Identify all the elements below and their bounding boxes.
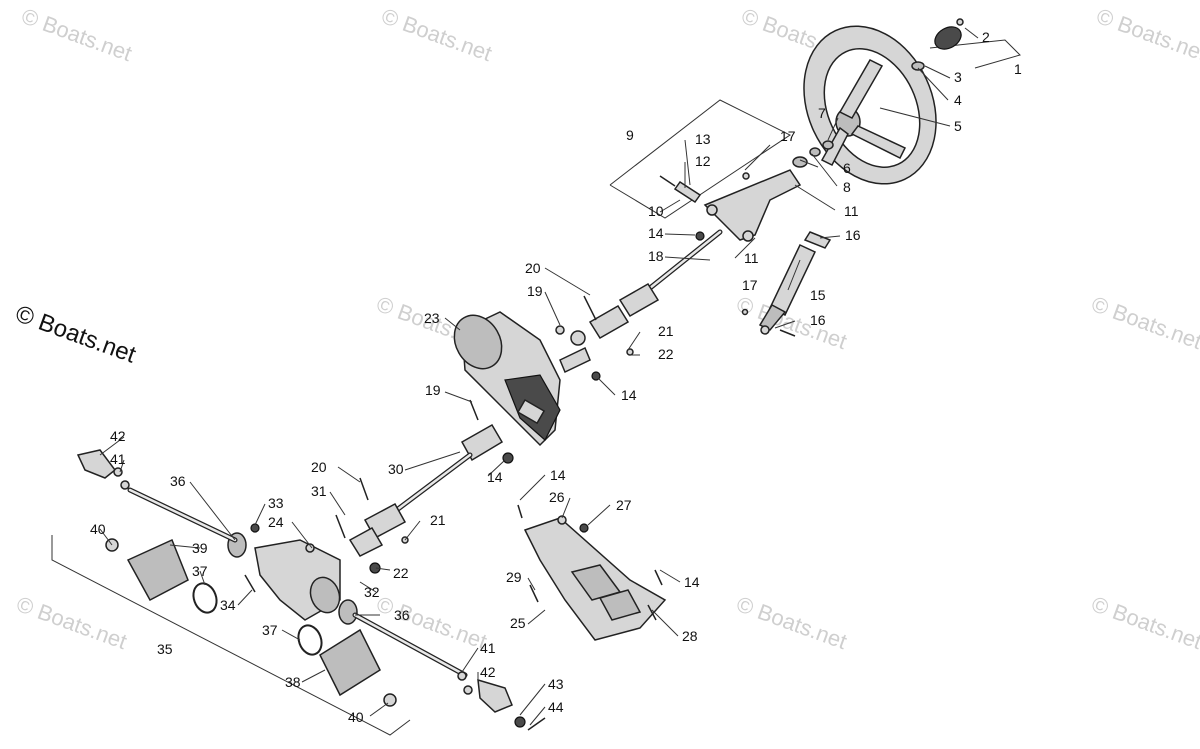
callout-43: 43 — [548, 676, 564, 692]
callout-23: 23 — [424, 310, 440, 326]
callout-38: 38 — [285, 674, 301, 690]
leader-lines — [99, 27, 979, 726]
callout-40a: 40 — [90, 521, 106, 537]
callout-19b: 19 — [425, 382, 441, 398]
callout-42b: 42 — [480, 664, 496, 680]
callout-41a: 41 — [110, 451, 126, 467]
callout-40b: 40 — [348, 709, 364, 725]
power-steering-unit — [453, 311, 591, 447]
callout-39: 39 — [192, 540, 208, 556]
callout-16b: 16 — [810, 312, 826, 328]
bracket-9 — [609, 99, 791, 219]
callout-1: 1 — [1014, 61, 1022, 77]
callout-14d: 14 — [550, 467, 566, 483]
callout-14b: 14 — [621, 387, 637, 403]
bracket-35 — [51, 535, 411, 736]
callout-20a: 20 — [525, 260, 541, 276]
callout-17b: 17 — [742, 277, 758, 293]
bracket-1 — [929, 39, 1021, 69]
callout-27: 27 — [616, 497, 632, 513]
callout-20b: 20 — [311, 459, 327, 475]
callout-2: 2 — [982, 29, 990, 45]
callout-26: 26 — [549, 489, 565, 505]
callout-21a: 21 — [658, 323, 674, 339]
callout-25: 25 — [510, 615, 526, 631]
callout-31: 31 — [311, 483, 327, 499]
callout-14c: 14 — [487, 469, 503, 485]
callout-37b: 37 — [262, 622, 278, 638]
copyright-brand: © Boats.net — [12, 300, 140, 368]
callout-29: 29 — [506, 569, 522, 585]
callout-30: 30 — [388, 461, 404, 477]
callout-12: 12 — [695, 153, 711, 169]
column-bracket — [659, 140, 834, 242]
callout-16a: 16 — [845, 227, 861, 243]
callout-21b: 21 — [430, 512, 446, 528]
boots — [105, 538, 397, 707]
watermark: © Boats.net — [1088, 591, 1200, 654]
upper-shaft — [555, 229, 723, 381]
callout-19a: 19 — [527, 283, 543, 299]
callout-11b: 11 — [744, 250, 759, 266]
hub-cap — [911, 18, 964, 71]
callout-44: 44 — [548, 699, 564, 715]
callout-36b: 36 — [394, 607, 410, 623]
callouts: 1 2 3 4 5 6 7 8 9 10 11 11 12 13 14 14 1… — [90, 29, 1022, 725]
callout-33: 33 — [268, 495, 284, 511]
callout-4: 4 — [954, 92, 962, 108]
callout-17a: 17 — [780, 128, 796, 144]
watermark: © Boats.net — [18, 3, 135, 66]
watermark: © Boats.net — [733, 591, 850, 654]
callout-15: 15 — [810, 287, 826, 303]
callout-14e: 14 — [684, 574, 700, 590]
callout-41b: 41 — [480, 640, 496, 656]
callout-8: 8 — [843, 179, 851, 195]
callout-22b: 22 — [393, 565, 409, 581]
callout-7: 7 — [818, 105, 826, 121]
callout-9: 9 — [626, 127, 634, 143]
callout-10: 10 — [648, 203, 664, 219]
group-brackets — [51, 39, 1021, 736]
skid-bracket — [517, 504, 667, 641]
callout-18: 18 — [648, 248, 664, 264]
callout-36a: 36 — [170, 473, 186, 489]
callout-6: 6 — [843, 160, 851, 176]
callout-24: 24 — [268, 514, 284, 530]
callout-3: 3 — [954, 69, 962, 85]
tie-rods — [76, 449, 546, 731]
watermark: © Boats.net — [373, 591, 490, 654]
steering-wheel — [803, 25, 937, 185]
callout-32: 32 — [364, 584, 380, 600]
steering-rack — [227, 523, 358, 625]
callout-34: 34 — [220, 597, 236, 613]
watermark: © Boats.net — [13, 591, 130, 654]
callout-35: 35 — [157, 641, 173, 657]
callout-22a: 22 — [658, 346, 674, 362]
callout-37a: 37 — [192, 563, 208, 579]
callout-28: 28 — [682, 628, 698, 644]
callout-42a: 42 — [110, 428, 126, 444]
callout-11a: 11 — [844, 203, 859, 219]
watermark: © Boats.net — [1093, 3, 1200, 66]
watermark: © Boats.net — [1088, 291, 1200, 354]
callout-14a: 14 — [648, 225, 664, 241]
watermark: © Boats.net — [378, 3, 495, 66]
callout-5: 5 — [954, 118, 962, 134]
intermediate-shaft — [335, 399, 514, 574]
callout-13: 13 — [695, 131, 711, 147]
